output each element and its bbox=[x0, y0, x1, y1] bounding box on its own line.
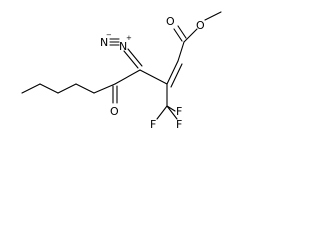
ester-carbonyl-oxygen-label: O bbox=[166, 15, 175, 28]
bond-diazo-carbon-to-alkene bbox=[139, 69, 168, 85]
bond-pentyl-2 bbox=[39, 83, 59, 94]
structure-diagram: O O O N − N + F F F bbox=[21, 11, 222, 131]
diazo-inner-nitrogen-label: N bbox=[119, 40, 127, 53]
fluorine-top-label: F bbox=[176, 105, 182, 118]
bond-cf3-f-left bbox=[156, 105, 168, 120]
bond-ester-co-b bbox=[177, 25, 187, 39]
atom-labels: O O O N − N + F F F bbox=[100, 15, 205, 131]
bonds bbox=[21, 11, 222, 120]
bond-pentyl-3 bbox=[57, 83, 77, 94]
bond-pentyl-4 bbox=[75, 83, 95, 94]
ester-ether-oxygen-label: O bbox=[196, 19, 205, 32]
bond-pentyl-1 bbox=[21, 83, 41, 94]
bond-ester-o-methyl bbox=[204, 11, 222, 21]
bond-diazo-cn-a bbox=[123, 50, 139, 69]
bond-diazo-cn-b bbox=[127, 48, 143, 67]
diazo-negative-charge: − bbox=[106, 31, 112, 39]
bond-alkene-to-ester-carbon bbox=[177, 41, 185, 62]
diazo-positive-charge: + bbox=[126, 34, 132, 42]
fluorine-left-label: F bbox=[150, 118, 156, 131]
bond-ester-c-o bbox=[183, 28, 198, 43]
bond-ketone-to-diazo-carbon bbox=[114, 69, 141, 85]
bond-cf3-f-right bbox=[166, 105, 178, 120]
diazo-terminal-nitrogen-label: N bbox=[100, 36, 108, 49]
bond-alkene-a bbox=[166, 60, 179, 85]
bond-pentyl-to-ketone bbox=[93, 83, 116, 94]
bond-alkene-b bbox=[170, 63, 183, 88]
ketone-oxygen-label: O bbox=[110, 105, 119, 118]
fluorine-right-label: F bbox=[176, 118, 182, 131]
bond-ester-co-a bbox=[173, 28, 183, 42]
